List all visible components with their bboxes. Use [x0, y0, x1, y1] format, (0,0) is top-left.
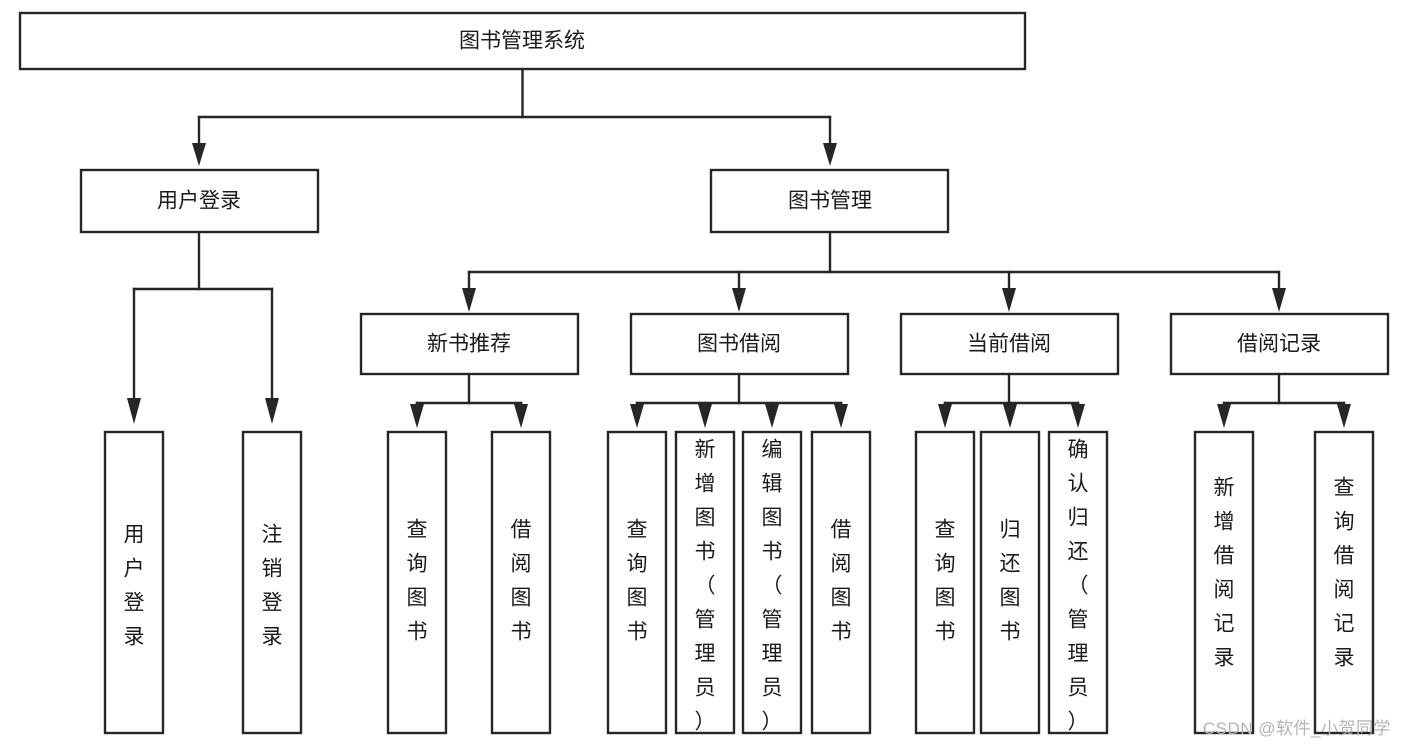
leaf-label-nbr-1: 查询图书	[407, 519, 428, 644]
arrow-head-bb-leaf-4	[834, 404, 848, 428]
leaf-box-bb-1[interactable]	[606, 430, 668, 735]
leaf-node-book-borrow-1[interactable]: 查询图书	[606, 430, 668, 735]
leaf-label-bb-4: 借阅图书	[831, 519, 852, 644]
arrow-head-bb-leaf-2	[698, 404, 712, 428]
node-label-book-management: 图书管理	[788, 190, 872, 213]
node-new-book-recommend[interactable]: 新书推荐	[359, 312, 580, 376]
leaf-box-user-login-2[interactable]	[241, 430, 303, 735]
leaf-node-user-login-1[interactable]: 用户登录	[103, 430, 165, 735]
node-label-borrow-record: 借阅记录	[1237, 333, 1321, 356]
leaf-label-user-login-1: 用户登录	[124, 524, 145, 649]
arrow-head-book-borrow	[732, 288, 746, 312]
node-box-root[interactable]	[18, 11, 1027, 71]
arrow-head-bb-leaf-3	[765, 404, 779, 428]
arrow-head-cb-leaf-1	[938, 404, 952, 428]
node-box-user-login[interactable]	[79, 168, 320, 234]
leaf-node-current-borrow-2[interactable]: 归还图书	[979, 430, 1041, 735]
leaf-node-book-borrow-3[interactable]: 编辑图书（管理员）	[741, 430, 803, 735]
node-book-management[interactable]: 图书管理	[709, 168, 950, 234]
node-box-book-borrow[interactable]	[629, 312, 850, 376]
node-book-borrow[interactable]: 图书借阅	[629, 312, 850, 376]
leaf-node-new-book-recommend-1[interactable]: 查询图书	[386, 430, 448, 735]
connector-group-current-borrow	[938, 373, 1085, 428]
node-box-current-borrow[interactable]	[899, 312, 1120, 376]
leaf-box-bb-2[interactable]	[674, 430, 736, 735]
leaf-label-br-1: 新增借阅记录	[1214, 477, 1235, 670]
connector-group-user-login	[127, 231, 279, 424]
arrow-head-user-leaf-1	[127, 398, 141, 424]
node-current-borrow[interactable]: 当前借阅	[899, 312, 1120, 376]
leaf-box-user-login-1[interactable]	[103, 430, 165, 735]
arrow-head-borrow-record	[1272, 288, 1286, 312]
node-root-book-management-system[interactable]: 图书管理系统	[18, 11, 1027, 71]
arrow-head-nbr-leaf-2	[514, 404, 528, 428]
leaf-box-cb-3[interactable]	[1047, 430, 1109, 735]
leaf-label-bb-3: 编辑图书（管理员）	[762, 439, 783, 734]
leaf-node-book-borrow-2[interactable]: 新增图书（管理员）	[674, 430, 736, 735]
arrow-head-new-book-recommend	[462, 288, 476, 312]
leaf-box-bb-4[interactable]	[810, 430, 872, 735]
connector-group-new-book-recommend	[410, 373, 528, 428]
arrow-head-cb-leaf-3	[1071, 404, 1085, 428]
connector-group-book-management	[462, 231, 1286, 312]
leaf-box-cb-1[interactable]	[914, 430, 976, 735]
leaf-label-bb-1: 查询图书	[627, 519, 648, 644]
node-label-user-login: 用户登录	[157, 190, 241, 213]
leaf-node-user-login-2[interactable]: 注销登录	[241, 430, 303, 735]
node-borrow-record[interactable]: 借阅记录	[1169, 312, 1390, 376]
arrow-head-user-login	[192, 143, 206, 166]
leaf-label-cb-1: 查询图书	[935, 519, 956, 644]
leaf-label-cb-2: 归还图书	[1000, 519, 1021, 644]
node-label-current-borrow: 当前借阅	[967, 333, 1051, 356]
leaf-node-current-borrow-1[interactable]: 查询图书	[914, 430, 976, 735]
node-box-book-management[interactable]	[709, 168, 950, 234]
arrow-head-cb-leaf-2	[1003, 404, 1017, 428]
node-label-book-borrow: 图书借阅	[697, 333, 781, 356]
connector-group-book-borrow	[630, 373, 848, 428]
leaf-label-cb-3: 确认归还（管理员）	[1068, 439, 1089, 734]
arrow-head-current-borrow	[1002, 288, 1016, 312]
csdn-watermark: CSDN @软件_小贺同学	[1202, 719, 1391, 738]
leaf-box-br-1[interactable]	[1193, 430, 1255, 735]
leaf-box-cb-2[interactable]	[979, 430, 1041, 735]
leaf-box-br-2[interactable]	[1313, 430, 1375, 735]
arrow-head-br-leaf-2	[1337, 404, 1351, 428]
connector-group-borrow-record	[1217, 373, 1351, 428]
node-label-new-book-recommend: 新书推荐	[427, 333, 511, 356]
node-user-login[interactable]: 用户登录	[79, 168, 320, 234]
node-box-borrow-record[interactable]	[1169, 312, 1390, 376]
leaf-node-new-book-recommend-2[interactable]: 借阅图书	[490, 430, 552, 735]
leaf-box-nbr-1[interactable]	[386, 430, 448, 735]
connector-group-root	[192, 67, 837, 166]
arrow-head-user-leaf-2	[265, 398, 279, 424]
arrow-head-br-leaf-1	[1217, 404, 1231, 428]
leaf-label-user-login-2: 注销登录	[262, 524, 283, 649]
leaf-label-bb-2: 新增图书（管理员）	[695, 439, 716, 734]
leaf-node-current-borrow-3[interactable]: 确认归还（管理员）	[1047, 430, 1109, 735]
leaf-label-nbr-2: 借阅图书	[511, 519, 532, 644]
leaf-node-borrow-record-2[interactable]: 查询借阅记录	[1313, 430, 1375, 735]
arrow-head-nbr-leaf-1	[410, 404, 424, 428]
node-box-new-book-recommend[interactable]	[359, 312, 580, 376]
leaf-label-br-2: 查询借阅记录	[1334, 477, 1355, 670]
leaf-box-nbr-2[interactable]	[490, 430, 552, 735]
leaf-box-bb-3[interactable]	[741, 430, 803, 735]
arrow-head-book-management	[823, 143, 837, 166]
leaf-node-book-borrow-4[interactable]: 借阅图书	[810, 430, 872, 735]
arrow-head-bb-leaf-1	[630, 404, 644, 428]
leaf-node-borrow-record-1[interactable]: 新增借阅记录	[1193, 430, 1255, 735]
node-label-root: 图书管理系统	[459, 30, 585, 53]
